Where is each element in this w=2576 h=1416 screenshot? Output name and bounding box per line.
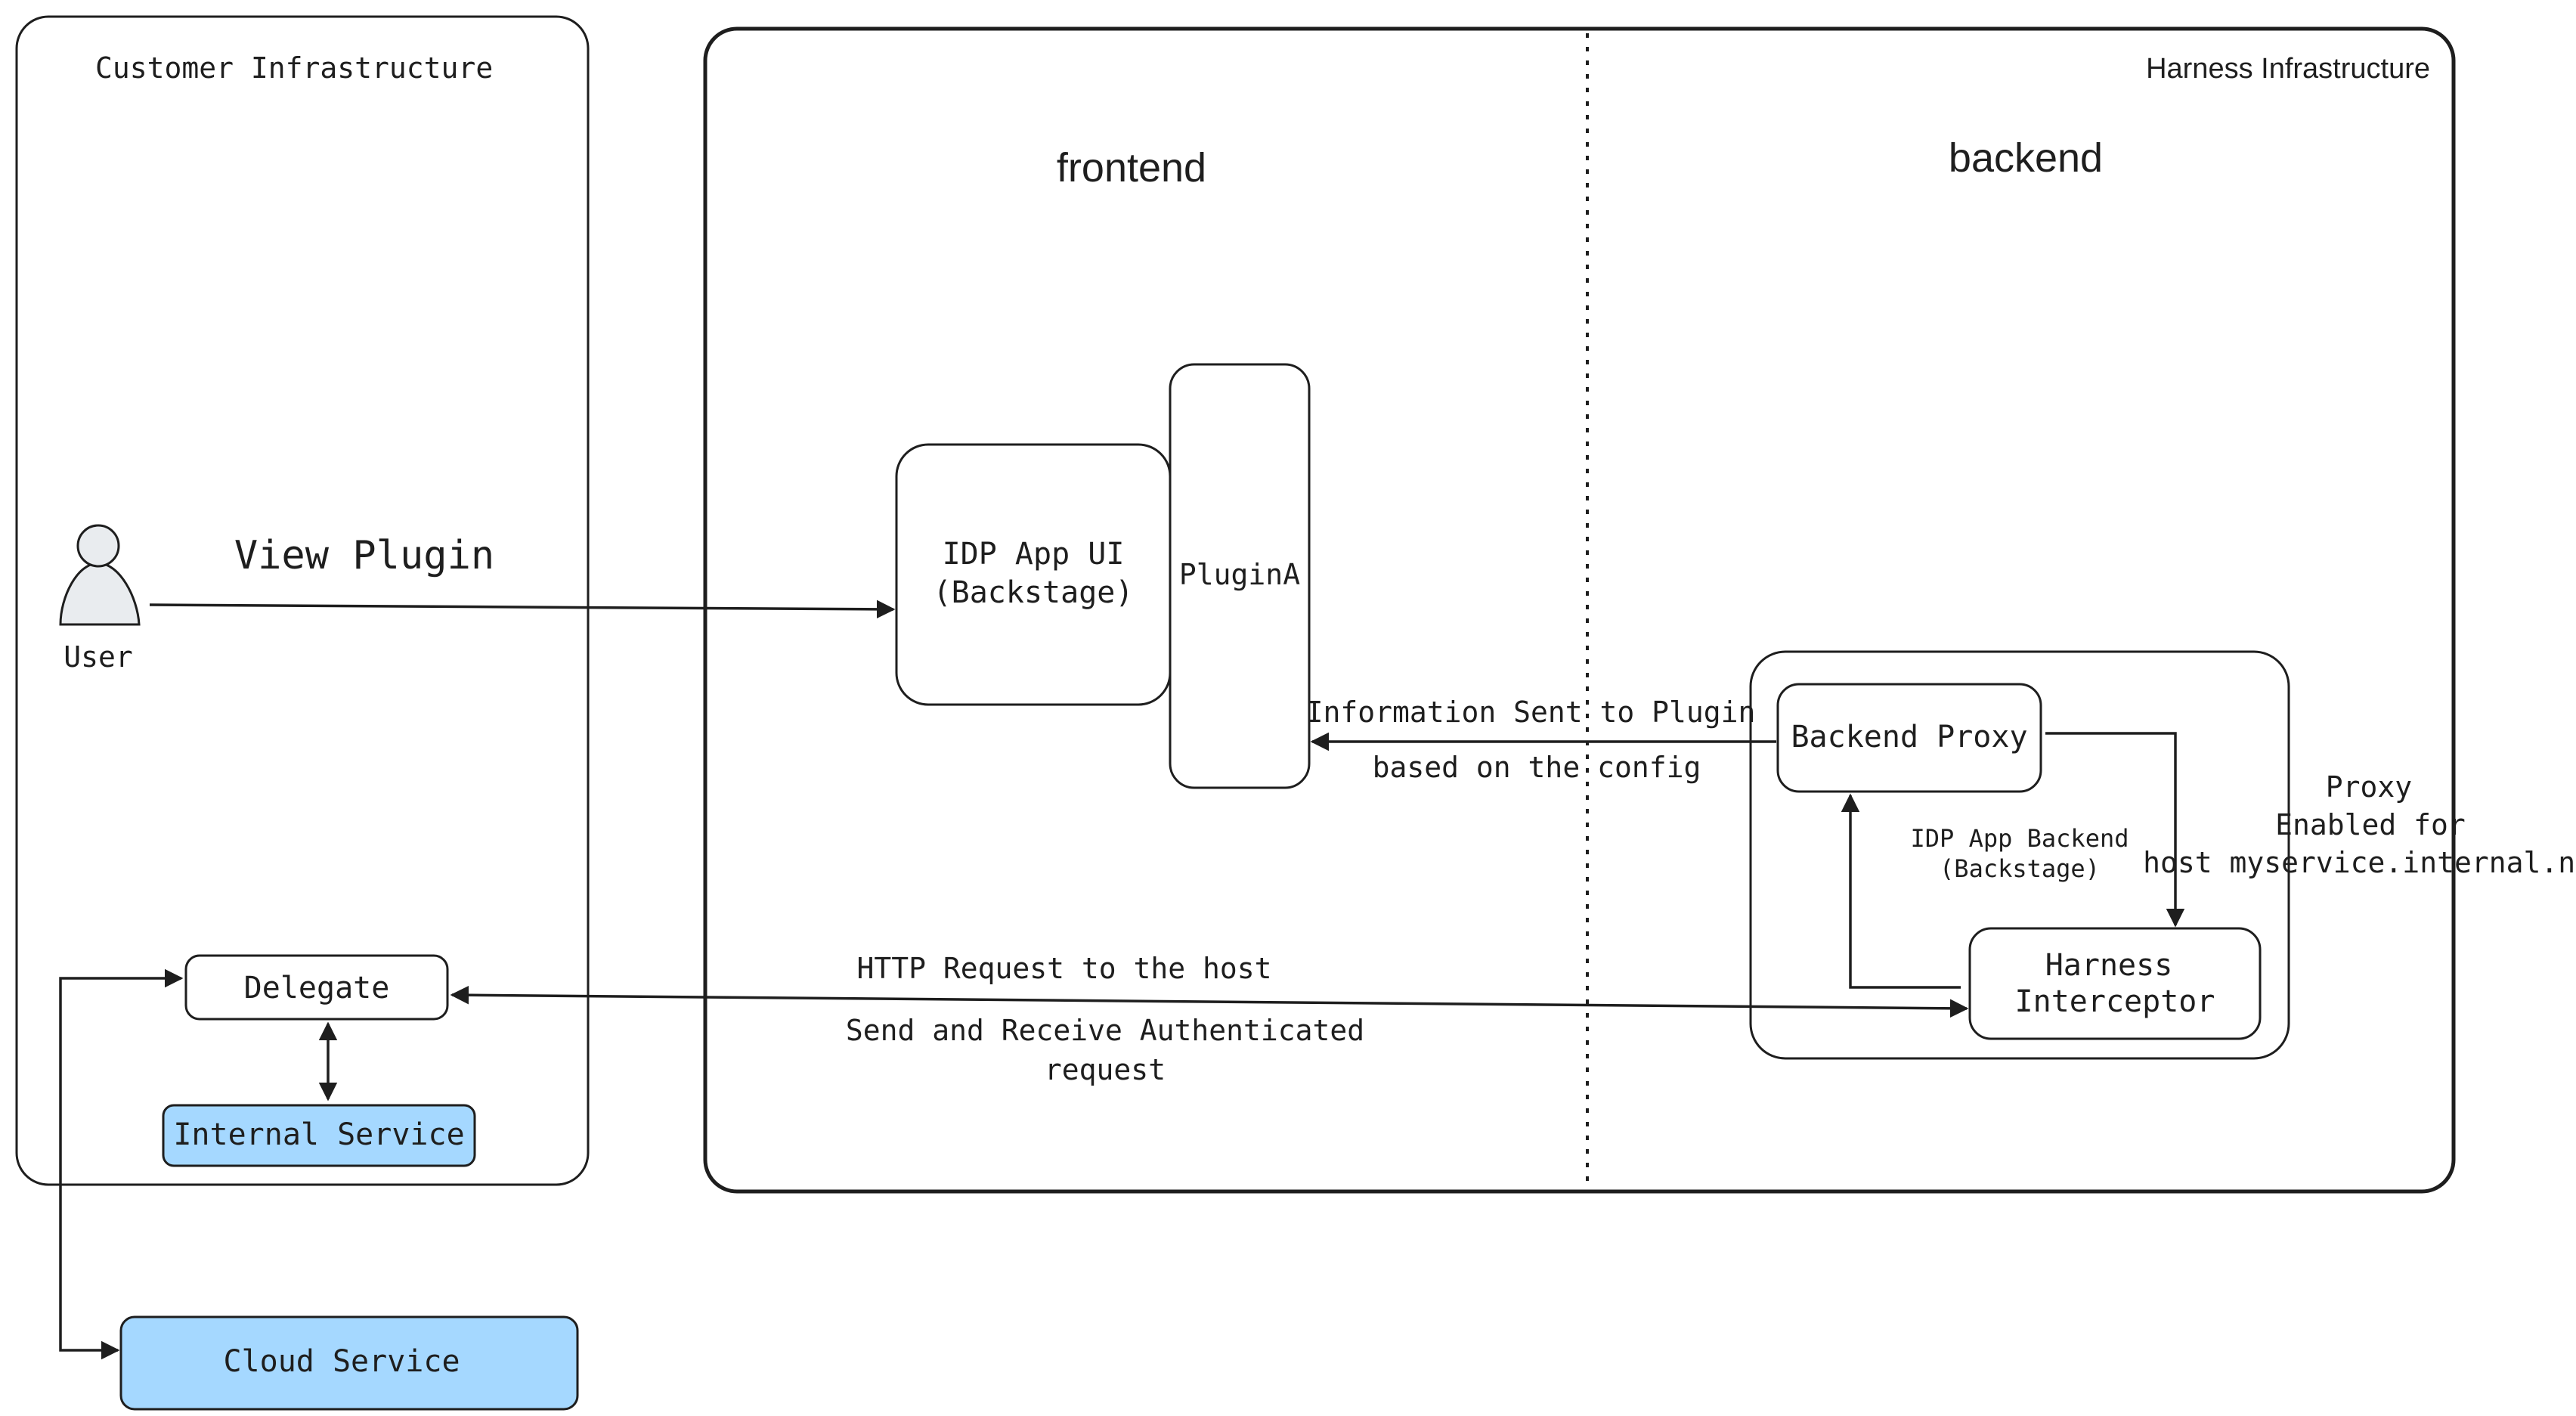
proxy-note-line2: Enabled for	[2275, 808, 2466, 841]
cloud-service-label: Cloud Service	[223, 1344, 460, 1379]
user-icon	[59, 524, 141, 626]
view-plugin-label: View Plugin	[234, 533, 494, 578]
delegate-box	[184, 954, 449, 1021]
customer-infrastructure-box	[15, 15, 590, 1186]
proxy-note-line3: host myservice.internal.net	[2143, 846, 2576, 879]
idp-app-backend-box	[1749, 650, 2290, 1060]
harness-infrastructure-label: Harness Infrastructure	[2146, 53, 2430, 85]
harness-interceptor-box	[1968, 927, 2262, 1040]
idp-app-backend-line2: (Backstage)	[1940, 854, 2100, 883]
plugin-a-label: PluginA	[1179, 558, 1300, 591]
backend-label: backend	[1949, 135, 2103, 181]
information-sent-label-line2: based on the config	[1373, 751, 1701, 784]
internal-service-label: Internal Service	[173, 1117, 464, 1152]
idp-app-ui-box	[895, 443, 1172, 706]
cloud-service-box	[119, 1315, 579, 1411]
customer-infrastructure-label: Customer Infrastructure	[95, 51, 493, 85]
delegate-interceptor-arrow	[450, 985, 1969, 1018]
cloud-delegate-arrow	[59, 968, 184, 1360]
harness-interceptor-line2: Interceptor	[2015, 984, 2215, 1019]
plugin-a-box	[1169, 363, 1311, 789]
proxy-to-interceptor-arrow	[2045, 732, 2185, 928]
delegate-label: Delegate	[244, 971, 390, 1005]
harness-interceptor-line1: Harness	[2045, 948, 2173, 983]
user-label: User	[63, 640, 133, 674]
proxy-note-line1: Proxy	[2326, 770, 2412, 804]
backend-proxy-box	[1776, 683, 2042, 793]
backend-proxy-label: Backend Proxy	[1791, 720, 2027, 754]
idp-app-backend-line1: IDP App Backend	[1911, 824, 2129, 853]
send-receive-label-line1: Send and Receive Authenticated	[846, 1014, 1364, 1047]
idp-app-ui-line1: IDP App UI	[943, 537, 1125, 572]
view-plugin-arrow	[149, 600, 896, 619]
idp-app-ui-line2: (Backstage)	[933, 575, 1134, 610]
frontend-label: frontend	[1057, 145, 1206, 191]
send-receive-label-line2: request	[1045, 1053, 1166, 1086]
harness-infrastructure-box	[703, 26, 2456, 1194]
http-request-label: HTTP Request to the host	[856, 952, 1271, 985]
information-sent-label-line1: Information Sent to Plugin	[1306, 696, 1756, 729]
